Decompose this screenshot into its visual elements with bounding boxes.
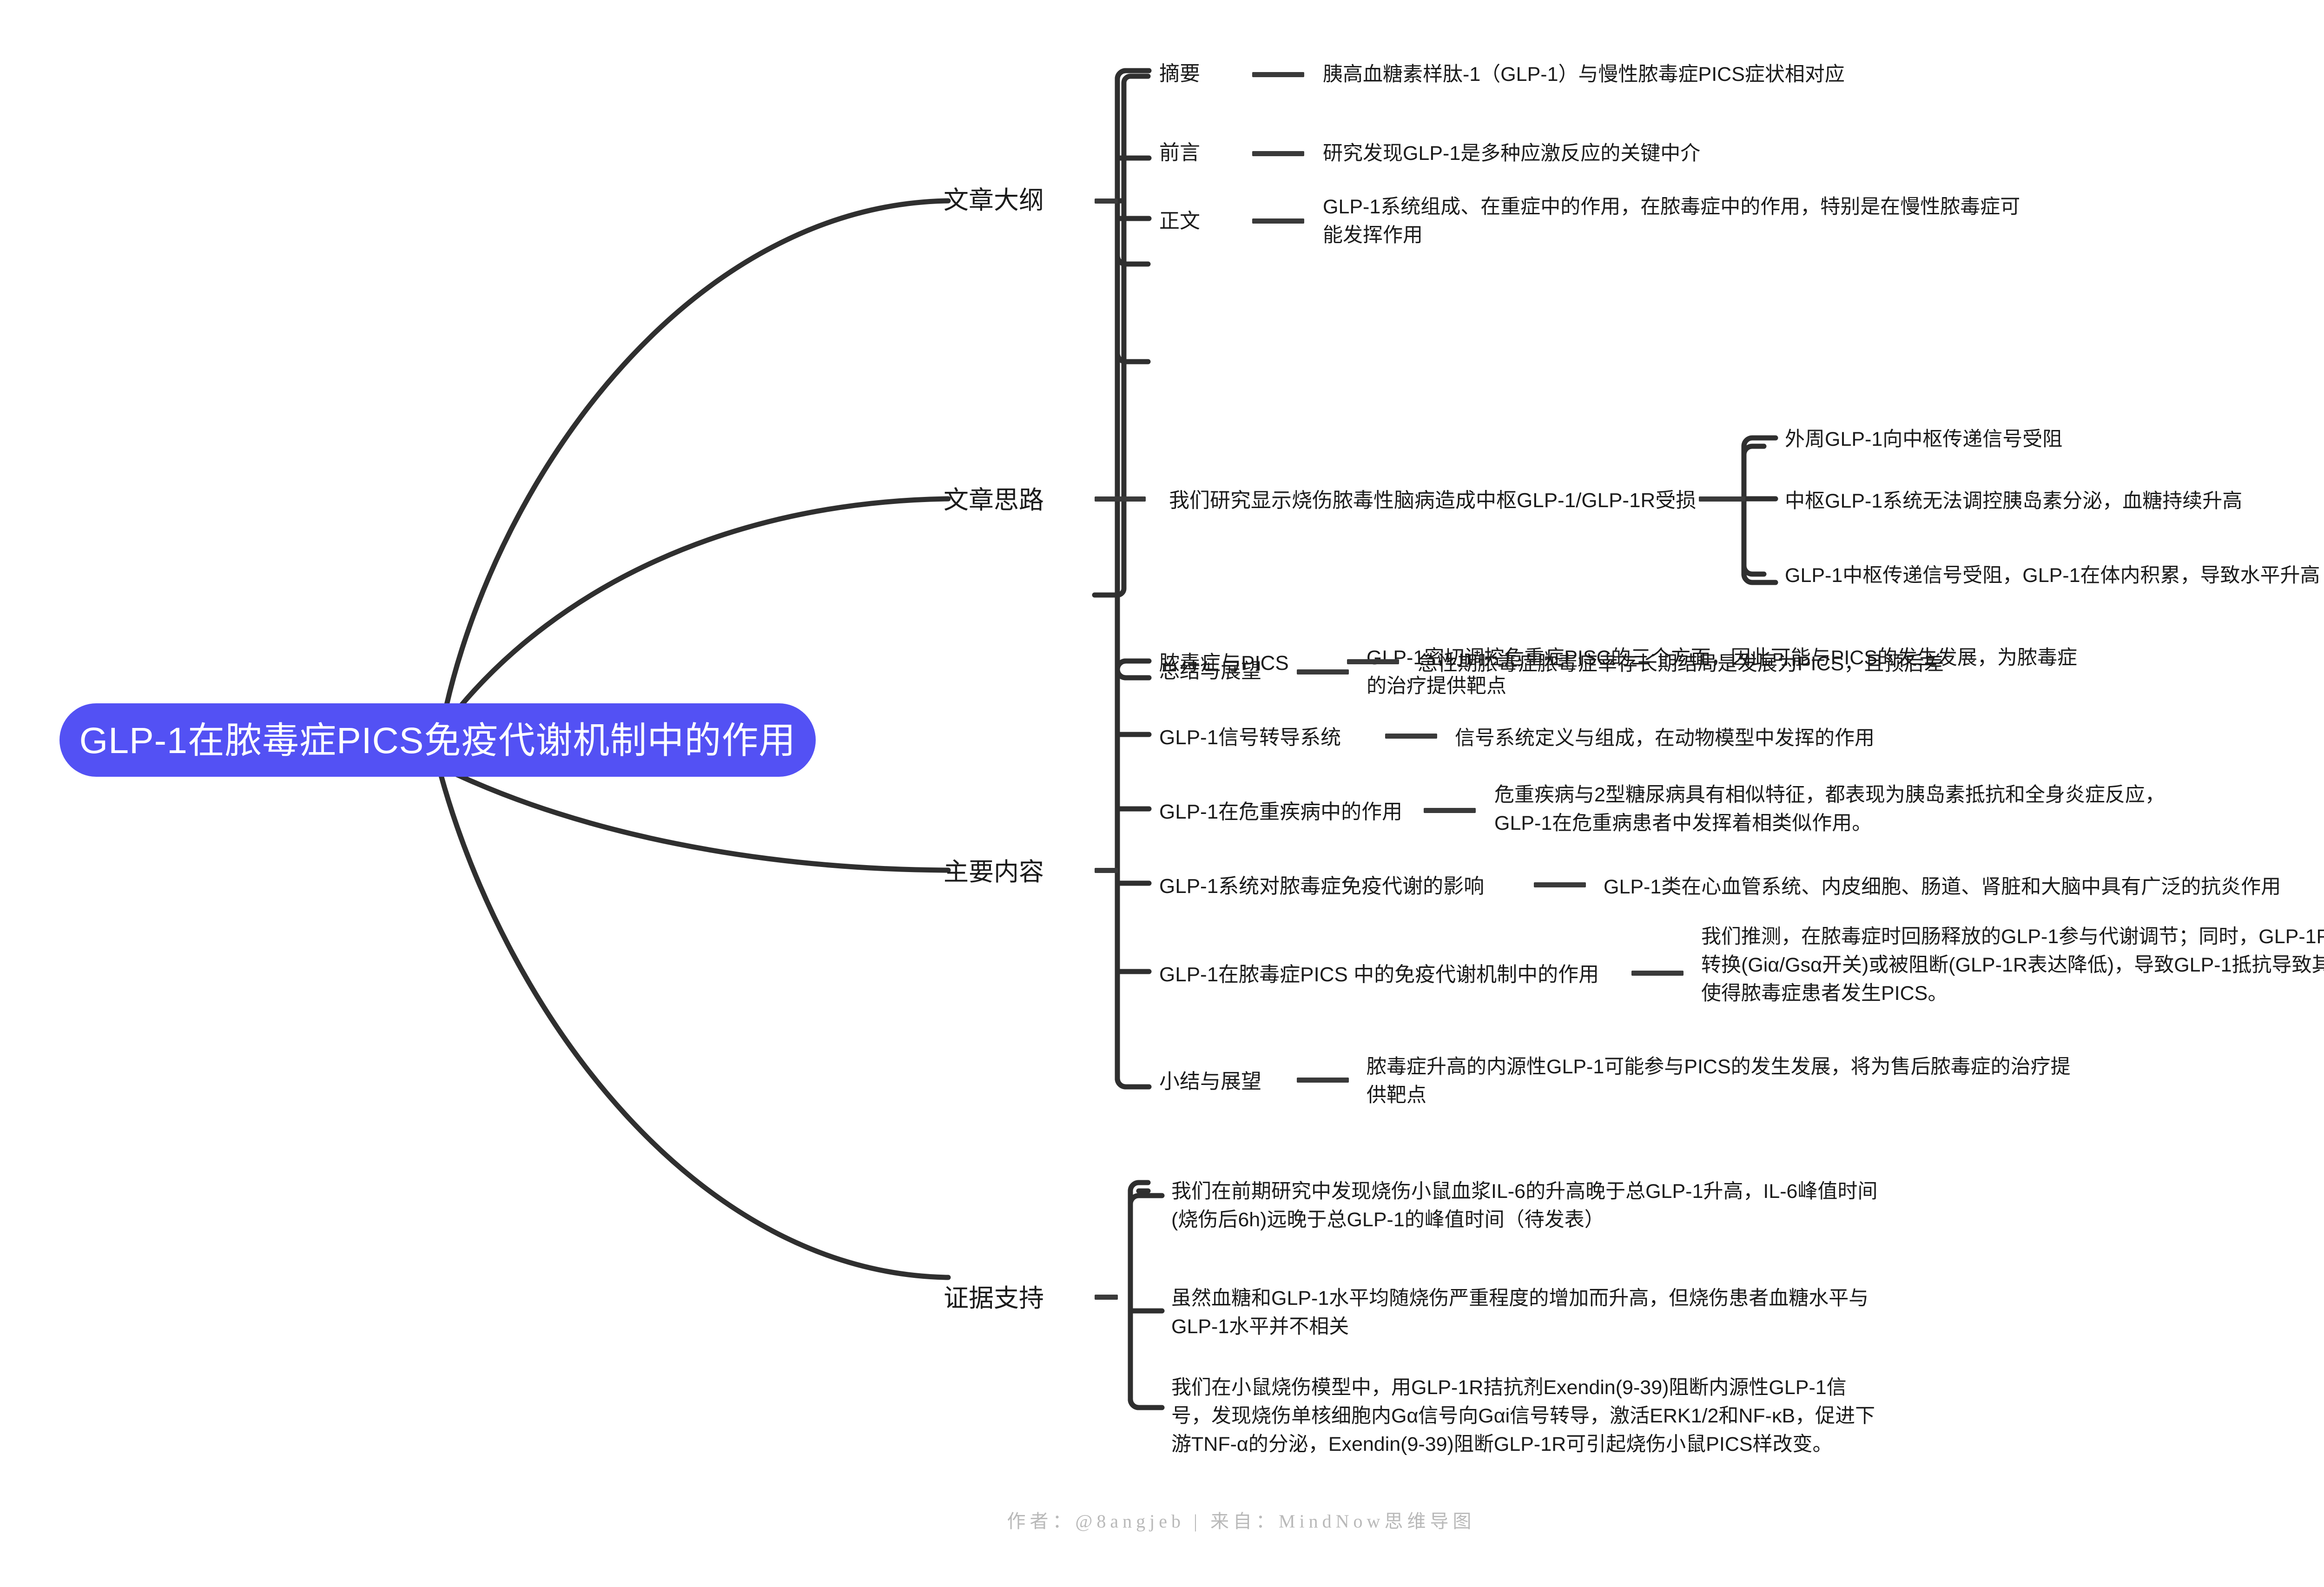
- leaf-text-evidence-1: 我们在前期研究中发现烧伤小鼠血浆IL-6的升高晚于总GLP-1升高，IL-6峰值…: [1171, 1180, 1878, 1231]
- topic-dash-approach-main: [1699, 496, 1745, 502]
- topic-dash-signal-system: [1385, 734, 1437, 739]
- bracket-main-arm-1: [1115, 658, 1152, 672]
- leaf-text-pics-mechanism: 我们推测，在脓毒症时回肠释放的GLP-1参与代谢调节；同时，GLP-1R信号分子…: [1701, 926, 2324, 1005]
- branch-stub-approach: [1095, 496, 1146, 502]
- topic-dash-sepsis-pics: [1347, 659, 1399, 664]
- branch-label-approach[interactable]: 文章思路: [944, 486, 1044, 514]
- topic-dash-critical-illness: [1424, 808, 1476, 813]
- branch-stub-main-content: [1095, 868, 1118, 873]
- bracket-evidence-arm-3: [1128, 1396, 1165, 1410]
- bracket-evidence-arm-1: [1128, 1193, 1165, 1207]
- topic-label-pics-mechanism[interactable]: GLP-1在脓毒症PICS 中的免疫代谢机制中的作用: [1159, 963, 1599, 986]
- topic-dash-outline-summary: [1297, 669, 1349, 674]
- bracket-main-arm-6: [1115, 1076, 1152, 1090]
- link-root-to-approach: [457, 496, 951, 709]
- leaf-text-approach-3: GLP-1中枢传递信号受阻，GLP-1在体内积累，导致水平升高: [1785, 564, 2320, 587]
- leaf-text-evidence-2: 虽然血糖和GLP-1水平均随烧伤严重程度的增加而升高，但烧伤患者血糖水平与 GL…: [1171, 1287, 1869, 1338]
- leaf-text-outline-summary: GLP-1密切调控危重症PISC的三个方面，因此可能与PICS的发生发展，为脓毒…: [1367, 647, 2077, 698]
- topic-label-preface[interactable]: 前言: [1159, 141, 1200, 164]
- leaf-text-evidence-3: 我们在小鼠烧伤模型中，用GLP-1R拮抗剂Exendin(9-39)阻断内源性G…: [1171, 1376, 1875, 1456]
- link-root-to-maincontent: [453, 771, 951, 873]
- bracket-outline-arm-1: [1115, 68, 1152, 82]
- footer-attribution: 作者：@8angjeb | 来自：MindNow思维导图: [1007, 1511, 1476, 1532]
- topic-label-signal-system[interactable]: GLP-1信号转导系统: [1159, 726, 1341, 749]
- topic-dash-preface: [1252, 151, 1304, 156]
- topic-label-main-summary[interactable]: 小结与展望: [1159, 1070, 1261, 1093]
- bracket-approach-arm-3: [1741, 571, 1778, 585]
- root-node[interactable]: GLP-1在脓毒症PICS免疫代谢机制中的作用: [59, 703, 816, 777]
- topic-label-abstract[interactable]: 摘要: [1159, 62, 1200, 85]
- leaf-text-preface: 研究发现GLP-1是多种应激反应的关键中介: [1323, 142, 1701, 165]
- leaf-text-immunometabolism: GLP-1类在心血管系统、内皮细胞、肠道、肾脏和大脑中具有广泛的抗炎作用: [1604, 876, 2281, 898]
- topic-label-approach-main[interactable]: 我们研究显示烧伤脓毒性脑病造成中枢GLP-1/GLP-1R受损: [1169, 489, 1697, 512]
- branch-label-outline[interactable]: 文章大纲: [944, 186, 1044, 214]
- branch-stub-evidence: [1095, 1295, 1118, 1300]
- leaf-text-approach-1: 外周GLP-1向中枢传递信号受阻: [1785, 428, 2063, 450]
- topic-label-body[interactable]: 正文: [1159, 210, 1200, 232]
- topic-label-sepsis-pics[interactable]: 脓毒症与PICS: [1159, 652, 1289, 674]
- leaf-text-critical-illness: 危重疾病与2型糖尿病具有相似特征，都表现为胰岛素抵抗和全身炎症反应， GLP-1…: [1494, 784, 2165, 835]
- branch-label-main-content[interactable]: 主要内容: [944, 858, 1044, 886]
- leaf-text-main-summary: 脓毒症升高的内源性GLP-1可能参与PICS的发生发展，将为售后脓毒症的治疗提 …: [1367, 1056, 2071, 1107]
- leaf-text-abstract: 胰高血糖素样肽-1（GLP-1）与慢性脓毒症PICS症状相对应: [1323, 63, 1845, 86]
- link-root-to-evidence: [438, 771, 951, 1280]
- topic-dash-body: [1252, 218, 1304, 224]
- bracket-outline-arm-4: [1115, 667, 1152, 681]
- topic-dash-pics-mechanism: [1631, 971, 1684, 976]
- topic-dash-immunometabolism: [1534, 882, 1586, 887]
- branch-stub-outline: [1095, 198, 1118, 204]
- root-node-label: GLP-1在脓毒症PICS免疫代谢机制中的作用: [79, 719, 796, 761]
- topic-label-outline-summary[interactable]: 总结与展望: [1159, 660, 1261, 682]
- link-root-to-outline: [443, 198, 951, 709]
- topic-dash-abstract: [1252, 72, 1304, 77]
- topic-label-immunometabolism[interactable]: GLP-1系统对脓毒症免疫代谢的影响: [1159, 875, 1485, 898]
- branch-label-evidence[interactable]: 证据支持: [944, 1284, 1044, 1312]
- bracket-approach-arm-1: [1741, 435, 1778, 449]
- topic-label-critical-illness[interactable]: GLP-1在危重疾病中的作用: [1159, 800, 1403, 823]
- topic-dash-main-summary: [1297, 1078, 1349, 1083]
- leaf-text-sepsis-pics: 急性期脓毒症脓毒症幸存长期结局是发展为PICS，且预后差: [1418, 653, 1944, 675]
- leaf-text-signal-system: 信号系统定义与组成，在动物模型中发挥的作用: [1455, 727, 1875, 749]
- leaf-text-approach-2: 中枢GLP-1系统无法调控胰岛素分泌，血糖持续升高: [1785, 490, 2243, 512]
- leaf-text-body: GLP-1系统组成、在重症中的作用，在脓毒症中的作用，特别是在慢性脓毒症可 能发…: [1323, 196, 2020, 247]
